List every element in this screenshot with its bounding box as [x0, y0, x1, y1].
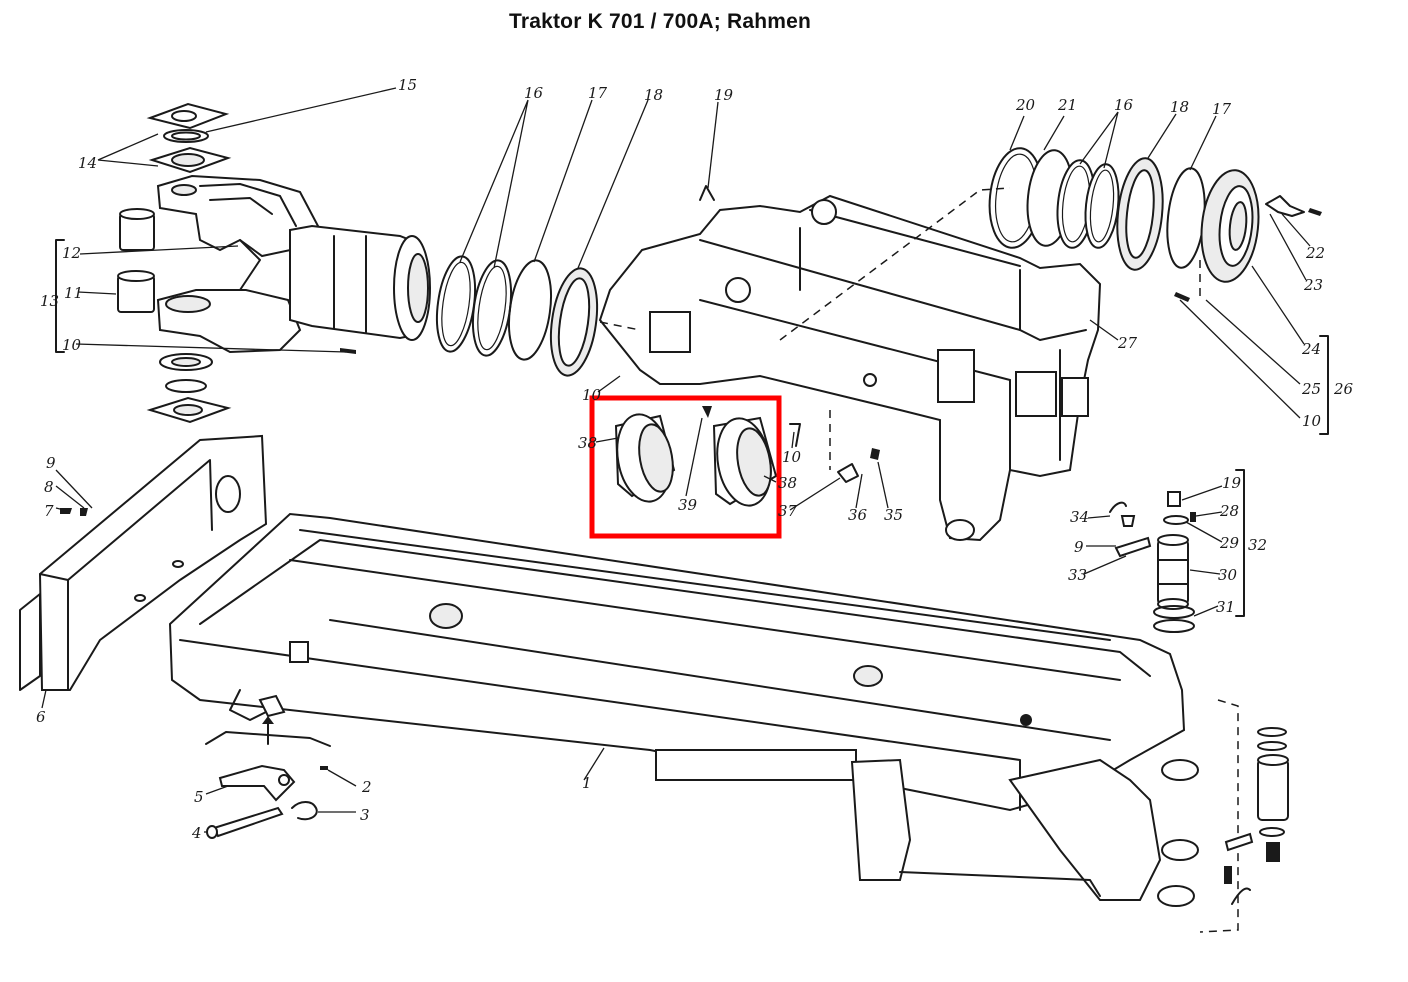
label-37: 37: [778, 502, 798, 520]
label-38b: 38: [778, 474, 797, 492]
label-19b: 19: [1222, 474, 1242, 492]
label-2: 2: [361, 778, 372, 796]
label-29: 29: [1219, 534, 1240, 552]
highlighted-bushings: [614, 406, 778, 507]
assembly-lines: [599, 187, 1239, 933]
label-17b: 17: [1212, 100, 1232, 118]
label-34: 34: [1070, 508, 1089, 526]
group-brackets: [55, 239, 1329, 617]
highlight-box: [589, 395, 782, 539]
label-14: 14: [78, 154, 97, 172]
label-3: 3: [360, 806, 370, 824]
label-28: 28: [1219, 502, 1239, 520]
pin-assembly-right: [1109, 491, 1289, 905]
label-36: 36: [848, 506, 868, 524]
label-31: 31: [1216, 598, 1235, 616]
label-32: 32: [1248, 536, 1267, 554]
label-30: 30: [1218, 566, 1238, 584]
main-frame: [168, 512, 1199, 907]
part-labels: 1 2 3 4 5 6 7 8 9 9 10 10 10 10 11 12 13…: [36, 76, 1354, 842]
label-12: 12: [62, 244, 81, 262]
label-5: 5: [194, 788, 204, 806]
label-15: 15: [398, 76, 417, 94]
label-10d: 10: [1302, 412, 1322, 430]
label-10b: 10: [582, 386, 602, 404]
seal-rings-middle: [435, 255, 599, 377]
label-17a: 17: [588, 84, 608, 102]
label-16b: 16: [1114, 96, 1134, 114]
label-33: 33: [1068, 566, 1087, 584]
label-39: 39: [678, 496, 698, 514]
label-20: 20: [1015, 96, 1036, 114]
seal-rings-right: [988, 147, 1322, 302]
label-8: 8: [44, 478, 54, 496]
label-27: 27: [1117, 334, 1138, 352]
label-6: 6: [36, 708, 46, 726]
label-7: 7: [44, 502, 54, 520]
label-1: 1: [582, 774, 592, 792]
small-parts-35-37: [789, 423, 880, 483]
label-9b: 9: [1074, 538, 1084, 556]
label-35: 35: [884, 506, 903, 524]
label-4: 4: [191, 824, 202, 842]
rear-frame-housing: [598, 185, 1102, 542]
label-13: 13: [40, 292, 59, 310]
hook-parts: [205, 716, 331, 839]
leader-lines: [41, 87, 1311, 833]
label-23: 23: [1303, 276, 1323, 294]
label-16a: 16: [524, 84, 544, 102]
label-10a: 10: [62, 336, 82, 354]
label-11: 11: [64, 284, 83, 302]
trunnion-fork-assembly: [117, 102, 431, 424]
label-18b: 18: [1170, 98, 1189, 116]
label-25: 25: [1301, 380, 1321, 398]
label-38: 38: [578, 434, 597, 452]
label-24: 24: [1301, 340, 1321, 358]
label-10c: 10: [782, 448, 802, 466]
label-22: 22: [1305, 244, 1325, 262]
label-9a: 9: [46, 454, 56, 472]
label-26: 26: [1333, 380, 1354, 398]
diagram-title: Traktor K 701 / 700A; Rahmen: [508, 10, 812, 33]
label-21: 21: [1057, 96, 1077, 114]
label-18a: 18: [644, 86, 663, 104]
label-19a: 19: [714, 86, 734, 104]
